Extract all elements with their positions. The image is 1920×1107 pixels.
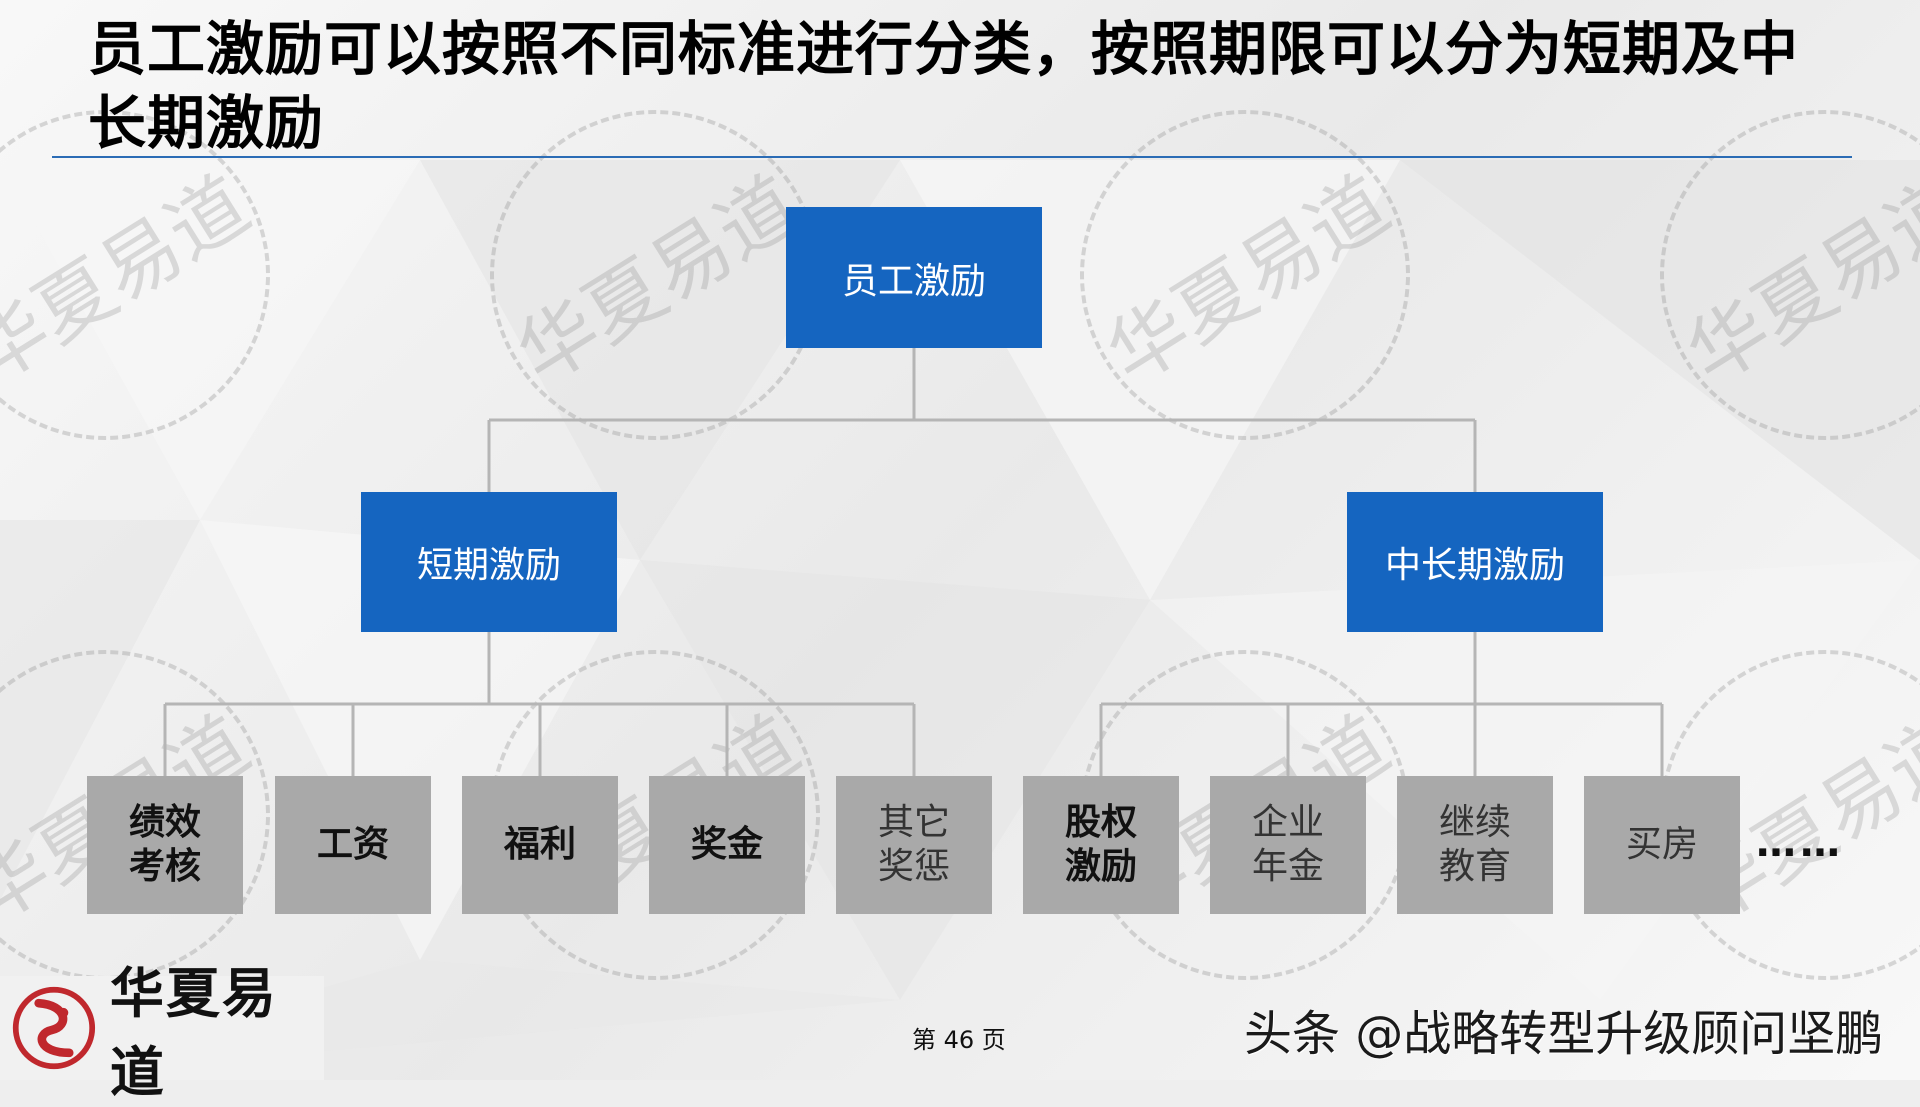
more-ellipsis: …… — [1756, 820, 1844, 866]
root-node: 员工激励 — [786, 207, 1042, 348]
leaf-benefits: 福利 — [462, 776, 618, 914]
footer-logo: 华夏易道 — [0, 961, 324, 1104]
author-credit: 头条 @战略转型升级顾问坚鹏 — [1244, 1006, 1884, 1062]
leaf-performance-review: 绩效 考核 — [87, 776, 243, 914]
leaf-other-rewards: 其它 奖惩 — [836, 776, 992, 914]
leaf-bonus: 奖金 — [649, 776, 805, 914]
org-chart-connectors — [163, 348, 1664, 776]
long-term-node: 中长期激励 — [1347, 492, 1603, 632]
leaf-equity-incentive: 股权 激励 — [1023, 776, 1179, 914]
leaf-enterprise-annuity: 企业 年金 — [1210, 776, 1366, 914]
page-title: 员工激励可以按照不同标准进行分类，按照期限可以分为短期及中长期激励 — [88, 15, 1800, 157]
title-underline — [52, 156, 1852, 158]
page-number: 第 46 页 — [912, 1026, 1006, 1054]
logo-text: 华夏易道 — [109, 961, 278, 1104]
leaf-continuing-education: 继续 教育 — [1397, 776, 1553, 914]
leaf-salary: 工资 — [275, 776, 431, 914]
seal-logo-icon — [12, 986, 96, 1070]
leaf-housing: 买房 — [1584, 776, 1740, 914]
short-term-node: 短期激励 — [361, 492, 617, 632]
